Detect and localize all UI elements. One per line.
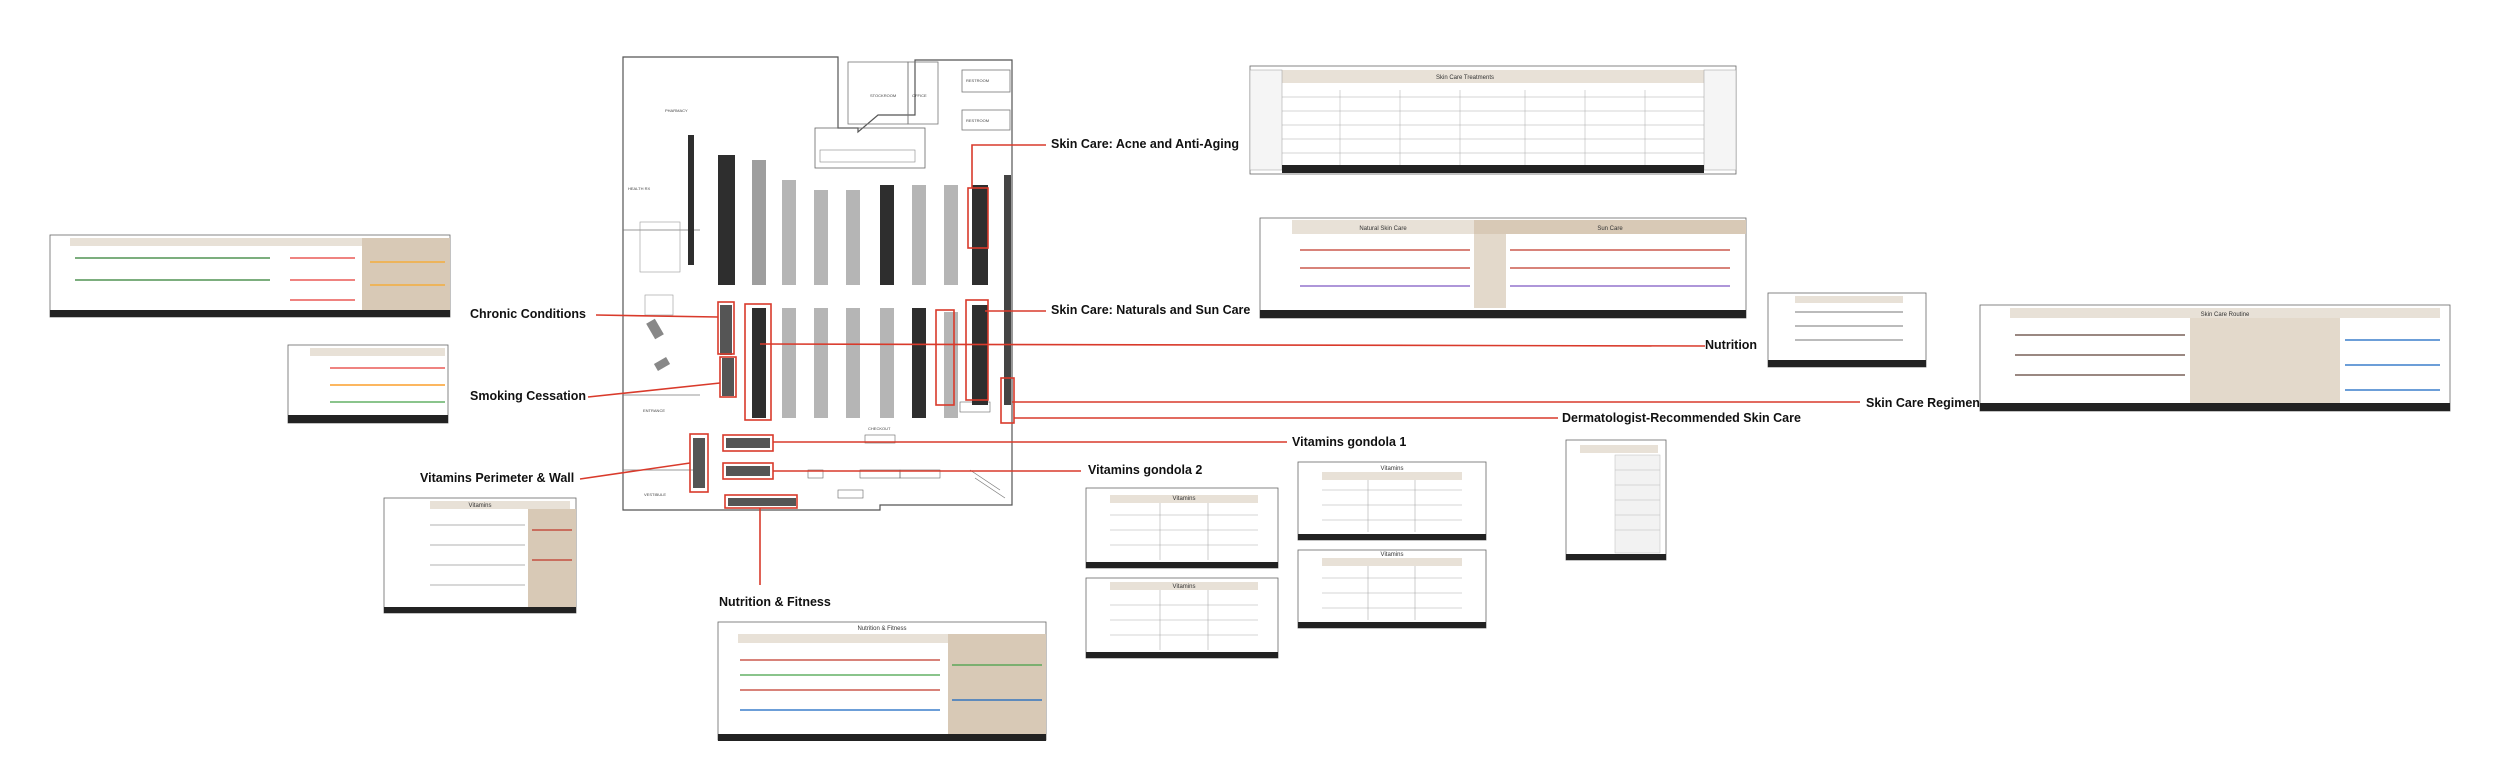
svg-text:STOCKROOM: STOCKROOM <box>870 93 896 98</box>
svg-text:RESTROOM: RESTROOM <box>966 118 989 123</box>
elevation-vitamins-gondola-1b <box>1297 549 1487 629</box>
title-nutrition-fitness: Nutrition & Fitness <box>857 626 906 632</box>
elevation-vitamins-gondola-2b <box>1085 577 1279 659</box>
elevation-chronic-conditions <box>49 234 451 318</box>
label-vitamins-gondola-1: Vitamins gondola 1 <box>1292 435 1407 449</box>
label-skin-care-naturals: Skin Care: Naturals and Sun Care <box>1051 303 1251 317</box>
elevation-smoking-cessation <box>287 344 449 424</box>
title-sun-care: Sun Care <box>1597 226 1623 232</box>
elevation-skin-care-routine <box>1979 304 2451 412</box>
elevation-vitamins-gondola-2a <box>1085 487 1279 569</box>
elevation-skin-care-treatments <box>1249 65 1737 175</box>
aisle-gondolas-back <box>718 155 988 285</box>
title-skin-routine: Skin Care Routine <box>2201 312 2250 318</box>
elevation-nutrition-fitness <box>717 621 1047 741</box>
label-derm-skin-care: Dermatologist-Recommended Skin Care <box>1562 411 1801 425</box>
svg-text:OFFICE: OFFICE <box>912 93 927 98</box>
callout-leader-lines <box>579 144 1860 585</box>
title-natural-skin: Natural Skin Care <box>1359 226 1407 232</box>
label-skin-care-acne: Skin Care: Acne and Anti-Aging <box>1051 137 1239 151</box>
svg-text:ENTRANCE: ENTRANCE <box>643 408 665 413</box>
title-skin-treatments: Skin Care Treatments <box>1436 75 1494 81</box>
label-vitamins-gondola-2: Vitamins gondola 2 <box>1088 463 1203 477</box>
label-chronic-conditions: Chronic Conditions <box>470 307 586 321</box>
title-vitamins-wall: Vitamins <box>469 503 492 509</box>
elevation-nutrition-cooler <box>1767 292 1927 368</box>
label-nutrition-fitness: Nutrition & Fitness <box>719 595 831 609</box>
svg-text:HEALTH RX: HEALTH RX <box>628 186 650 191</box>
label-skin-care-regimen: Skin Care Regimen <box>1866 396 1980 410</box>
label-smoking-cessation: Smoking Cessation <box>470 389 586 403</box>
elevation-naturals-sun-care <box>1259 217 1747 319</box>
svg-text:PHARMACY: PHARMACY <box>665 108 688 113</box>
label-nutrition: Nutrition <box>1705 338 1758 352</box>
svg-text:CHECKOUT: CHECKOUT <box>868 426 891 431</box>
title-vitamins-g1b: Vitamins <box>1381 552 1404 558</box>
svg-text:RESTROOM: RESTROOM <box>966 78 989 83</box>
title-vitamins-g2a: Vitamins <box>1173 496 1196 502</box>
title-vitamins-g1a: Vitamins <box>1381 466 1404 472</box>
svg-text:VESTIBULE: VESTIBULE <box>644 492 666 497</box>
label-vitamins-perimeter-wall: Vitamins Perimeter & Wall <box>420 471 575 485</box>
elevation-vitamins-wall <box>383 497 577 614</box>
elevation-titles: Skin Care Treatments Natural Skin Care S… <box>469 75 2250 632</box>
elevation-vitamins-gondola-1a <box>1297 461 1487 541</box>
elevation-derm-skin-care <box>1565 439 1667 561</box>
title-vitamins-g2b: Vitamins <box>1173 584 1196 590</box>
